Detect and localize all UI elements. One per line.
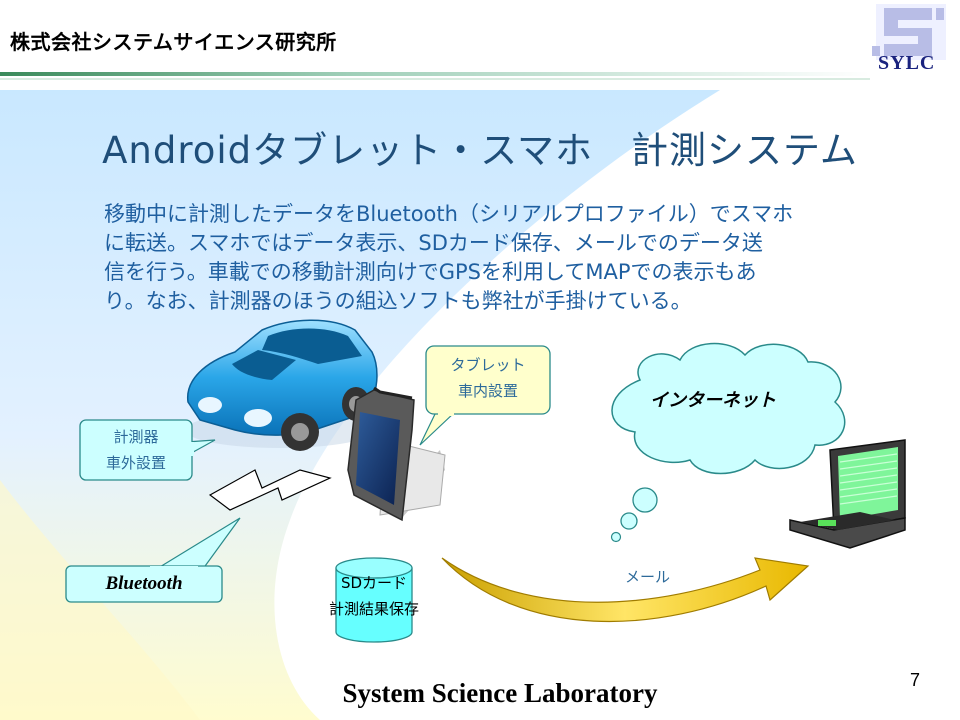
laptop-icon: [789, 439, 906, 549]
car-icon: [185, 319, 378, 451]
page-number: 7: [910, 670, 921, 690]
sensor-location-label: 車外設置: [105, 454, 166, 472]
header-divider: [0, 72, 870, 80]
mail-arrow-icon: [441, 557, 810, 623]
sylc-logo: SYLC: [868, 0, 960, 80]
sensor-label: 計測器: [113, 428, 159, 446]
tablet-icon: [347, 386, 446, 522]
internet-label: インターネット: [650, 390, 776, 411]
logo-text: SYLC: [878, 52, 936, 74]
sd-save-label: 計測結果保存: [328, 600, 419, 618]
tablet-label: タブレット: [450, 356, 526, 374]
company-name: 株式会社システムサイエンス研究所: [10, 30, 337, 54]
mail-label: メール: [625, 568, 671, 586]
body-line: り。なお、計測器のほうの組込ソフトも弊社が手掛けている。: [104, 289, 692, 313]
body-line: に転送。スマホではデータ表示、SDカード保存、メールでのデータ送: [104, 231, 763, 255]
wireless-signal-icon: [208, 469, 332, 511]
body-line: 信を行う。車載での移動計測向けでGPSを利用してMAPでの表示もあ: [104, 260, 757, 284]
sd-card-storage-icon: [335, 557, 413, 643]
cloud-icon: [610, 342, 846, 543]
tablet-callout: タブレット 車内設置: [426, 352, 550, 404]
slide-body: 移動中に計測したデータをBluetooth（シリアルプロファイル）でスマホ に転…: [104, 200, 904, 316]
tablet-location-label: 車内設置: [457, 382, 518, 400]
logo-mark-icon: [872, 4, 946, 60]
body-line: 移動中に計測したデータをBluetooth（シリアルプロファイル）でスマホ: [104, 202, 794, 226]
slide-title: Androidタブレット・スマホ 計測システム: [102, 129, 858, 172]
bluetooth-label: Bluetooth: [105, 573, 183, 594]
sensor-callout: 計測器 車外設置: [80, 424, 192, 476]
sd-card-callout: SDカード 計測結果保存: [314, 570, 434, 622]
sd-card-label: SDカード: [340, 574, 408, 592]
footer-text: System Science Laboratory: [342, 678, 658, 708]
